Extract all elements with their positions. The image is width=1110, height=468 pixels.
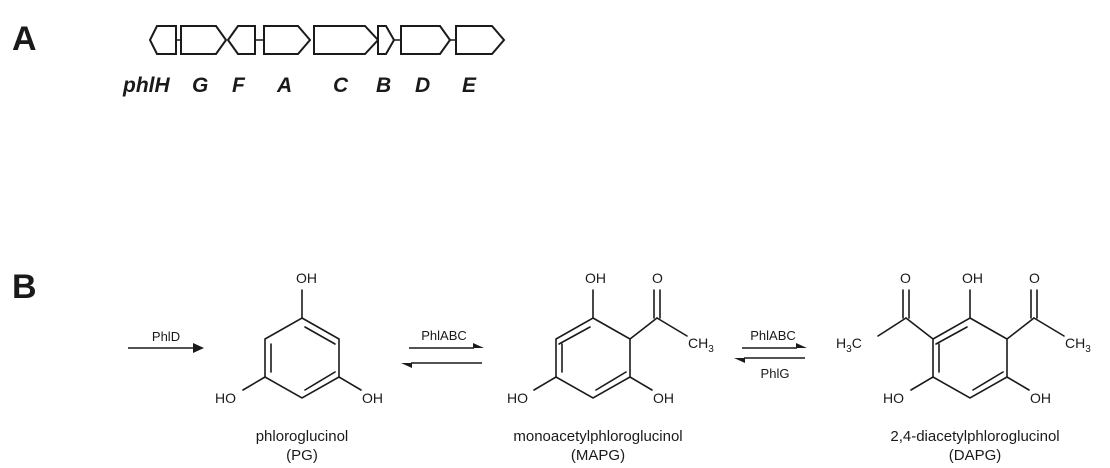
atom-h3c-sub: 3: [846, 344, 852, 355]
atom-ch3-ch: CH: [688, 335, 708, 351]
gene-label-c: C: [333, 74, 349, 97]
atom-ho: HO: [507, 390, 528, 406]
compound-abbr-mapg: (MAPG): [571, 447, 625, 464]
gene-label-d: D: [415, 74, 430, 97]
atom-o: O: [1029, 270, 1040, 286]
gene-arrow-g: [180, 25, 228, 55]
atom-oh: OH: [362, 390, 383, 406]
atom-ch3: CH3: [688, 335, 714, 355]
atom-ho: HO: [215, 390, 236, 406]
structure-diacetylphloroglucinol: [877, 289, 1065, 399]
atom-ch3-ch: CH: [1065, 335, 1085, 351]
compound-abbr-dapg: (DAPG): [949, 447, 1002, 464]
enzyme-label-phld: PhlD: [152, 329, 180, 344]
gene-arrow-a: [263, 25, 312, 55]
gene-arrow-phlh: [148, 25, 177, 55]
compound-abbr-pg: (PG): [286, 447, 318, 464]
reaction-arrow-phld: [128, 343, 204, 353]
structure-phloroglucinol: [242, 289, 362, 399]
enzyme-label-phlabc-2: PhlABC: [750, 328, 796, 343]
atom-o: O: [652, 270, 663, 286]
compound-name-dapg: 2,4-diacetylphloroglucinol: [890, 428, 1059, 445]
atom-oh: OH: [962, 270, 983, 286]
gene-arrow-d: [400, 25, 452, 55]
gene-label-a: A: [276, 74, 292, 97]
atom-oh: OH: [585, 270, 606, 286]
atom-oh: OH: [1030, 390, 1051, 406]
gene-label-f: F: [232, 74, 246, 97]
atom-h3c: H3C: [836, 335, 862, 355]
atom-h3c-c: C: [852, 335, 862, 351]
enzyme-label-phlabc-1: PhlABC: [421, 328, 467, 343]
atom-ch3-sub: 3: [1085, 344, 1091, 355]
compound-name-pg: phloroglucinol: [256, 428, 349, 445]
enzyme-label-phlg: PhlG: [761, 366, 790, 381]
gene-arrow-c: [313, 25, 380, 55]
compound-name-mapg: monoacetylphloroglucinol: [513, 428, 682, 445]
atom-oh: OH: [296, 270, 317, 286]
gene-label-b: B: [376, 74, 391, 97]
gene-arrow-f: [226, 25, 256, 55]
gene-label-e: E: [462, 74, 477, 97]
gene-label-g: G: [192, 74, 208, 97]
atom-o: O: [900, 270, 911, 286]
atom-ch3: CH3: [1065, 335, 1091, 355]
atom-h3c-h: H: [836, 335, 846, 351]
panel-label-b: B: [12, 268, 37, 306]
reaction-arrow-phlabc-1: [401, 343, 484, 368]
panel-label-a: A: [12, 20, 37, 58]
gene-arrow-e: [455, 25, 506, 55]
gene-label-phlh: phlH: [122, 74, 170, 97]
atom-ch3-sub: 3: [708, 344, 714, 355]
gene-cluster: [148, 25, 506, 55]
gene-arrow-b: [377, 25, 396, 55]
atom-ho: HO: [883, 390, 904, 406]
reaction-arrow-phlabc-phlg: [734, 343, 807, 363]
atom-oh: OH: [653, 390, 674, 406]
structure-monoacetylphloroglucinol: [533, 289, 688, 399]
